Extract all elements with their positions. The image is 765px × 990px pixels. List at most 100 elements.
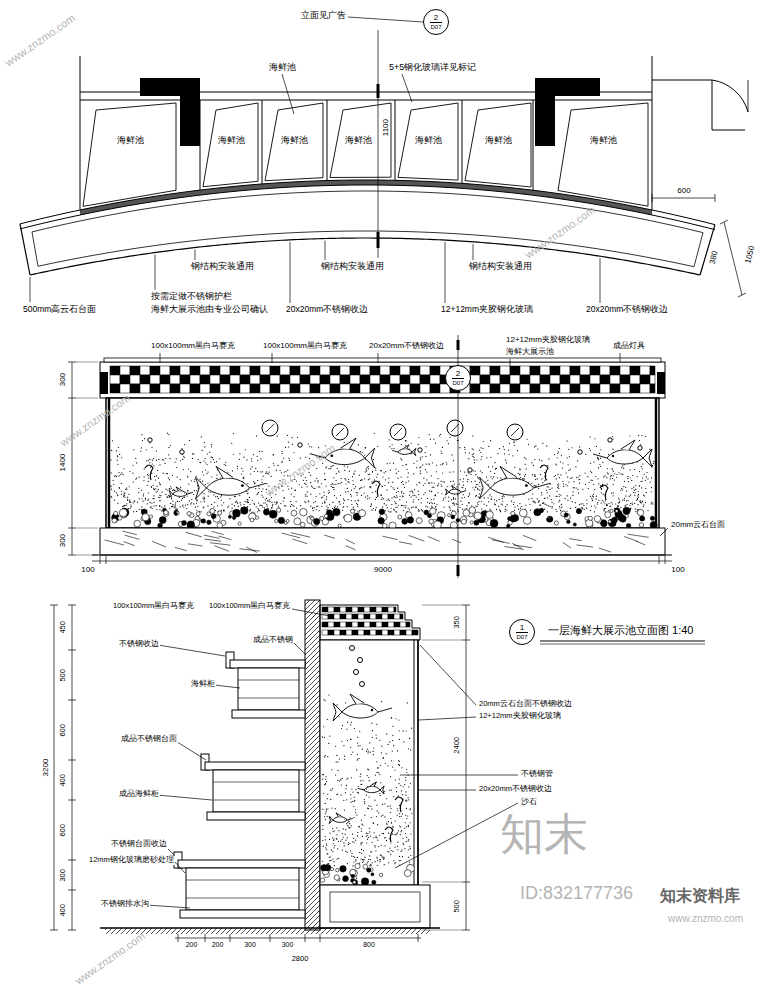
sand-dot: [357, 500, 358, 501]
sand-dot: [374, 433, 375, 434]
sand-dot: [310, 482, 311, 483]
sand-dot: [365, 496, 366, 497]
sand-dot: [214, 462, 215, 463]
sand-dot: [308, 443, 309, 444]
drawing-rect: [530, 384, 540, 393]
drawing-rect: [350, 366, 360, 375]
sand-dot: [590, 496, 591, 497]
sand-dot: [431, 505, 432, 506]
sand-dot: [332, 487, 333, 488]
sand-dot: [342, 507, 343, 508]
sand-dot: [546, 490, 547, 491]
sand-dot: [159, 500, 160, 501]
sand-dot: [288, 488, 289, 489]
sand-dot: [158, 459, 159, 460]
sand-dot: [355, 500, 356, 501]
sand-dot: [167, 433, 168, 434]
sand-dot: [650, 481, 651, 482]
sand-dot: [514, 507, 515, 508]
sand-dot: [305, 495, 306, 496]
sand-dot: [558, 486, 559, 487]
sand-dot: [567, 500, 568, 501]
sand-dot: [362, 452, 363, 453]
sand-dot: [622, 465, 623, 466]
sand-dot: [304, 483, 305, 484]
sand-dot: [159, 505, 160, 506]
sand-dot: [141, 434, 142, 435]
sand-dot: [593, 494, 594, 495]
sand-dot: [410, 443, 411, 444]
sand-dot: [122, 474, 123, 475]
drawing-rect: [620, 366, 630, 375]
sand-dot: [150, 467, 151, 468]
sand-dot: [264, 507, 265, 508]
sand-dot: [269, 499, 270, 500]
sand-dot: [434, 482, 435, 483]
sand-dot: [559, 500, 560, 501]
sand-dot: [151, 503, 152, 504]
sand-dot: [620, 507, 621, 508]
sand-dot: [321, 497, 322, 498]
sand-dot: [472, 435, 473, 436]
sand-dot: [590, 463, 591, 464]
sand-dot: [153, 465, 154, 466]
drawing-line: [20, 224, 30, 275]
sand-dot: [599, 464, 600, 465]
sand-dot: [254, 471, 255, 472]
sand-dot: [323, 492, 324, 493]
sand-dot: [312, 508, 313, 509]
sand-dot: [123, 506, 124, 507]
drawing-rect: [390, 375, 400, 384]
sand-dot: [634, 495, 635, 496]
sand-dot: [371, 503, 372, 504]
sand-dot: [296, 508, 297, 509]
sand-dot: [172, 506, 173, 507]
sand-dot: [111, 489, 112, 490]
sand-dot: [449, 437, 450, 438]
sand-dot: [495, 468, 496, 469]
sand-dot: [282, 461, 283, 462]
sand-dot: [180, 479, 181, 480]
sand-dot: [305, 494, 306, 495]
sand-dot: [307, 486, 308, 487]
drawing-rect: [650, 366, 655, 375]
sand-dot: [630, 508, 631, 509]
sand-dot: [462, 509, 463, 510]
drawing-rect: [240, 366, 250, 375]
sand-dot: [550, 489, 551, 490]
sand-dot: [405, 505, 406, 506]
sand-dot: [566, 472, 567, 473]
sand-dot: [416, 460, 417, 461]
sand-dot: [640, 500, 641, 501]
sand-dot: [207, 505, 208, 506]
sand-dot: [651, 502, 652, 503]
sand-dot: [328, 492, 329, 493]
sand-dot: [454, 505, 455, 506]
sand-dot: [464, 471, 465, 472]
drawing-rect: [500, 366, 510, 375]
sand-dot: [272, 504, 273, 505]
sand-dot: [590, 436, 591, 437]
sand-dot: [398, 505, 399, 506]
sand-dot: [121, 490, 122, 491]
sand-dot: [250, 473, 251, 474]
drawing-rect: [250, 375, 260, 384]
sand-dot: [327, 507, 328, 508]
sand-dot: [579, 479, 580, 480]
sand-dot: [479, 490, 480, 491]
drawing-line: [652, 194, 653, 202]
sand-dot: [472, 487, 473, 488]
sand-dot: [290, 501, 291, 502]
sand-dot: [491, 476, 492, 477]
sand-dot: [324, 495, 325, 496]
sand-dot: [586, 499, 587, 500]
sand-dot: [339, 501, 340, 502]
sand-dot: [479, 493, 480, 494]
sand-dot: [153, 488, 154, 489]
sand-dot: [461, 487, 462, 488]
sand-dot: [536, 485, 537, 486]
drawing-rect: [630, 384, 640, 393]
drawing-rect: [170, 366, 180, 375]
sand-dot: [579, 504, 580, 505]
sand-dot: [283, 457, 284, 458]
